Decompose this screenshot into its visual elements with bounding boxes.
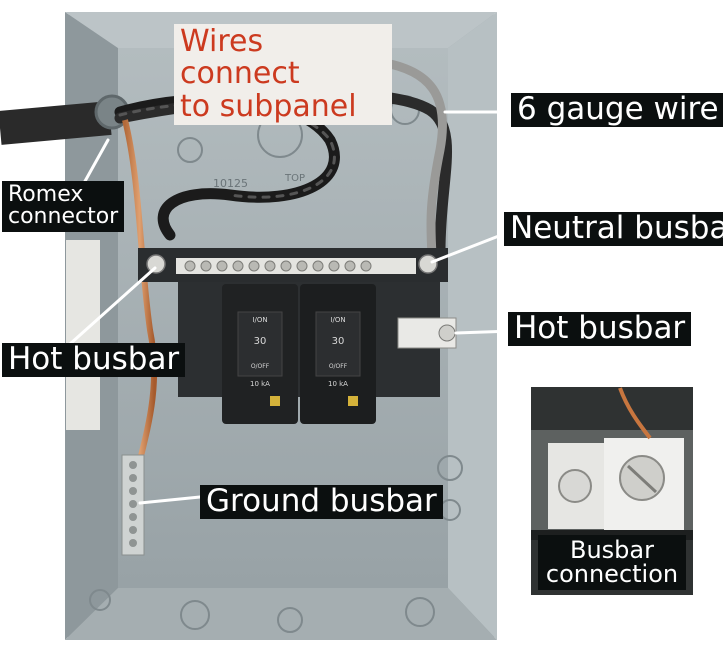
breaker-2-bottom: O/OFF [329,363,348,370]
wires-connect-label: Wires connect to subpanel [174,24,392,126]
romex-label: Romex connector [2,181,125,232]
breaker-1-ka: 10 kA [250,380,270,388]
panel-stamp: 10125 [213,177,248,190]
breaker-2-ka: 10 kA [328,380,348,388]
neutral-busbar [138,248,448,282]
breaker-pair: I/ON 30 O/OFF 10 kA I/ON 30 O/OFF 10 kA [222,284,376,424]
knockout-holes [89,95,463,633]
panel-top-mark: TOP [284,173,305,184]
romex-label-line1: Romex [8,182,84,207]
breaker-2-rating: 30 [332,336,345,347]
busbar-connection-line2: connection [545,560,679,589]
busbar-connection-label: Busbar connection [538,535,686,590]
six-gauge-label: 6 gauge wire [511,93,723,127]
hot-busbar-tab [397,317,457,349]
romex-label-line2: connector [8,204,119,230]
breaker-1-rating: 30 [254,336,267,347]
busbar-connection-line1: Busbar [570,536,654,564]
ground-busbar [121,454,145,556]
leader-lines [68,110,517,505]
breaker-1-bottom: O/OFF [251,363,270,370]
ground-wire [122,119,158,461]
hot-busbar-right-label: Hot busbar [508,312,692,346]
side-label-sticker [66,240,100,430]
breaker-1-top: I/ON [252,316,267,324]
ground-busbar-label: Ground busbar [200,485,443,519]
six-gauge-wire [379,57,447,256]
breaker-2-top: I/ON [330,316,345,324]
hot-busbar-left-label: Hot busbar [2,343,186,377]
feeder-cable [0,94,130,145]
neutral-busbar-label: Neutral busbar [504,212,723,246]
wires-connect-line1: Wires connect [180,24,300,92]
wires-connect-line2: to subpanel [180,88,357,124]
